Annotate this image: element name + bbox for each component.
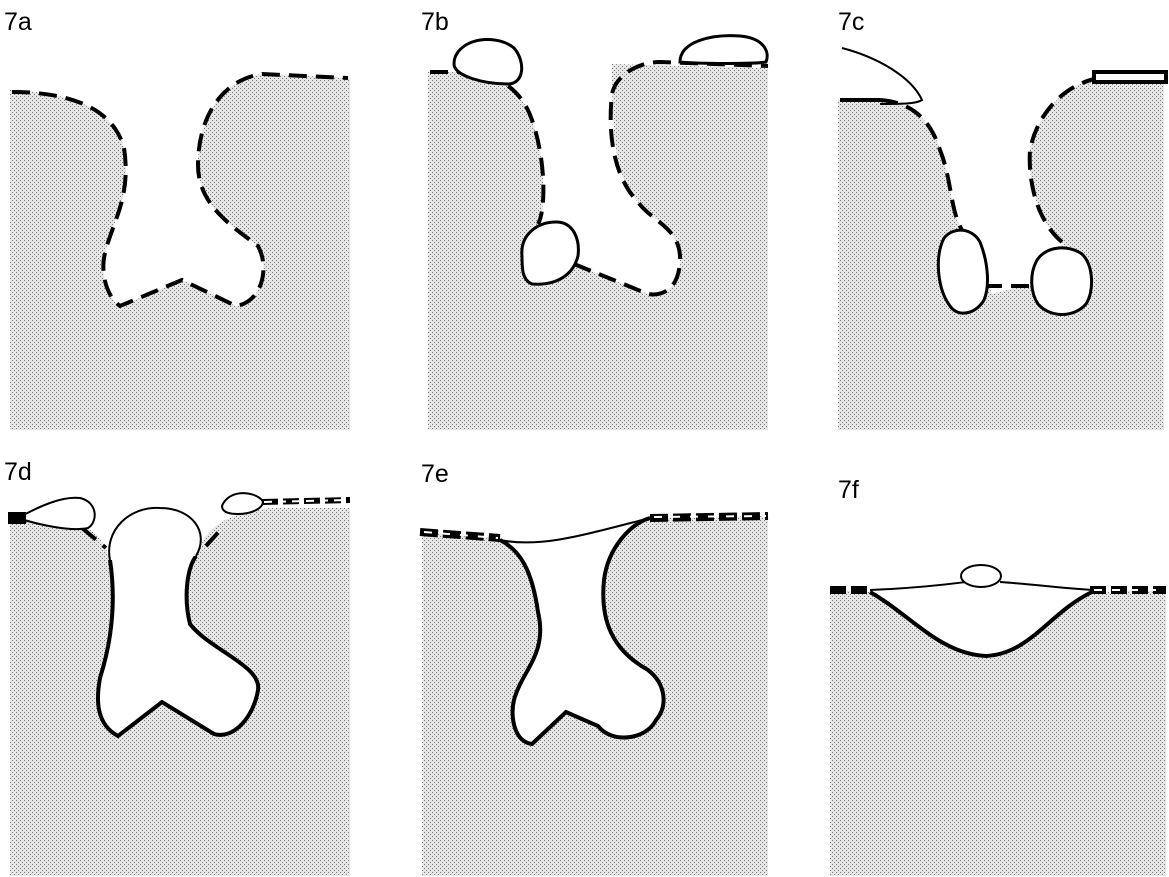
substrate-7a: [10, 74, 350, 430]
substrate-7f: [830, 590, 1166, 876]
membrane-coat-left-7d: [8, 512, 26, 524]
membrane-coat-right-inner-7e: [654, 516, 766, 517]
panel-7a: [10, 74, 350, 430]
vesicle-right-7c: [1032, 248, 1092, 315]
panel-7c: [838, 48, 1166, 430]
membrane-right-coat-7c: [1094, 72, 1166, 82]
substrate-7c: [838, 76, 1164, 430]
panel-7b: [428, 36, 768, 430]
cavity-cap-7d: [109, 508, 201, 560]
substrate-7d: [10, 508, 350, 876]
vesicle-top-right-7b: [680, 36, 767, 64]
panel-7d: [8, 493, 350, 876]
vesicle-7f: [961, 565, 1001, 587]
substrate-7e: [422, 516, 768, 876]
panel-7f: [830, 565, 1166, 876]
vesicle-right-7d: [222, 493, 263, 514]
substrate-7b: [428, 64, 768, 430]
membrane-flap-7c: [842, 48, 922, 104]
vesicle-left-7c: [938, 230, 987, 313]
panel-7e: [420, 516, 768, 876]
